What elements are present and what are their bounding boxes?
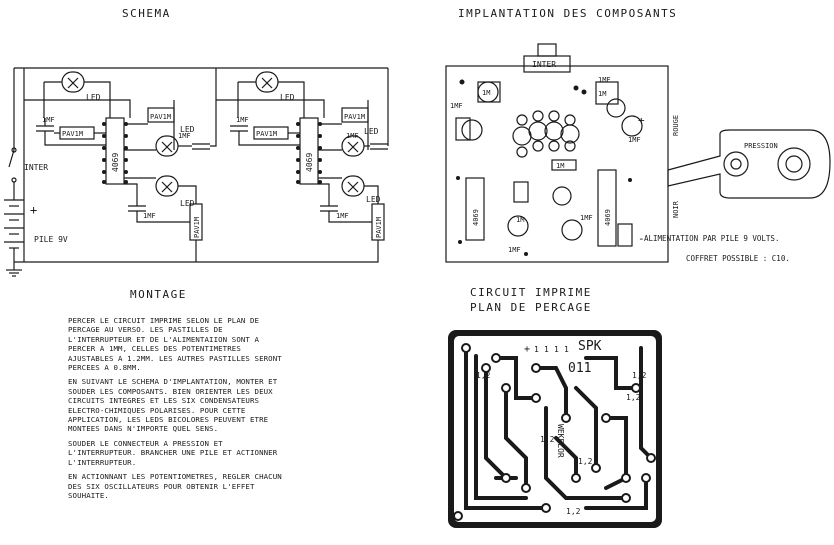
impl-res-2: 1M	[598, 90, 606, 98]
pav-label-6: PAV1M	[375, 217, 383, 238]
impl-inter-label: INTER	[532, 60, 556, 69]
led-label-5: LED	[364, 127, 379, 136]
impl-minus: -	[638, 232, 645, 245]
impl-cap-5: 1MF	[580, 214, 593, 222]
montage-paragraph-1: PERCER LE CIRCUIT IMPRIME SELON LE PLAN …	[68, 316, 282, 373]
montage-paragraph-3: SOUDER LE CONNECTEUR A PRESSION ET L'INT…	[68, 438, 278, 467]
pav-label-3: PAV1M	[193, 217, 201, 238]
impl-ic-2: 4069	[604, 209, 612, 226]
cap-label-3: 1MF	[143, 212, 156, 220]
montage-instructions: PERCER LE CIRCUIT IMPRIME SELON LE PLAN …	[68, 316, 283, 505]
impl-res-4: 1M	[516, 216, 524, 224]
pcb-plus: +	[524, 344, 530, 355]
pav-label-2: PAV1M	[150, 113, 171, 121]
circuit-title: CIRCUIT IMPRIME	[470, 286, 592, 299]
pcb-one-3: 1	[554, 345, 559, 354]
percage-title: PLAN DE PERCAGE	[470, 301, 592, 314]
led-label-2: LED	[180, 125, 195, 134]
battery-plus: +	[30, 203, 37, 217]
pcb-code: 011	[568, 361, 591, 376]
montage-paragraph-2: EN SUIVANT LE SCHEMA D'IMPLANTATION, MON…	[68, 377, 278, 434]
coffret-note: COFFRET POSSIBLE : C10.	[686, 254, 790, 263]
noir-label: NOIR	[672, 200, 680, 218]
pav-label-5: PAV1M	[344, 113, 365, 121]
ic-label-2: 4069	[305, 153, 314, 172]
pcb-marker-6: 1,2	[566, 507, 581, 516]
impl-res-1: 1M	[482, 89, 490, 97]
impl-ic-1: 4069	[472, 209, 480, 226]
schematic-diagram: INTER PILE 9V + LED 1MF PAV1M 4069 PAV1M…	[4, 67, 389, 277]
pcb-spk: SPK	[578, 339, 602, 354]
schema-title: SCHEMA	[122, 7, 171, 20]
pcb-one-2: 1	[544, 345, 549, 354]
cap-label-6: 1MF	[336, 212, 349, 220]
switch-label: INTER	[24, 163, 48, 172]
pav-label-4: PAV1M	[256, 130, 277, 138]
pcb-one-4: 1	[564, 345, 569, 354]
pcb-drill-plan: SPK 011 + 1 1 1 1 1,2 1,2 1,2 1,2 1,2 1,…	[448, 330, 662, 528]
cap-label-4: 1MF	[236, 116, 249, 124]
pression-label: PRESSION	[744, 142, 778, 150]
pcb-marker-1: 1,2	[476, 371, 491, 380]
impl-cap-3: 1MF	[628, 136, 641, 144]
impl-plus: +	[638, 114, 645, 127]
ic-label-1: 4069	[111, 153, 120, 172]
component-layout-diagram: INTER PRESSION ROUGE NOIR + - 1M 1MF 1M …	[445, 43, 831, 263]
rouge-label: ROUGE	[672, 115, 680, 136]
impl-cap-4: 1MF	[508, 246, 521, 254]
led-label-6: LED	[366, 195, 381, 204]
battery-label: PILE 9V	[34, 235, 68, 244]
pcb-marker-5: 1,2	[578, 457, 593, 466]
led-label-4: LED	[280, 93, 295, 102]
pcb-marker-3: 1,2	[626, 393, 641, 402]
cap-label-5: 1MF	[346, 132, 359, 140]
cap-label-1: 1MF	[42, 116, 55, 124]
pcb-marker-4: 1,2	[540, 435, 555, 444]
pav-label-1: PAV1M	[62, 130, 83, 138]
led-label-1: LED	[86, 93, 101, 102]
pcb-marker-2: 1,2	[632, 371, 647, 380]
montage-title: MONTAGE	[130, 288, 187, 301]
impl-cap-2: 1MF	[598, 76, 611, 84]
implantation-title: IMPLANTATION DES COMPOSANTS	[458, 7, 678, 20]
pcb-one-1: 1	[534, 345, 539, 354]
impl-cap-1: 1MF	[450, 102, 463, 110]
impl-res-3: 1M	[556, 162, 564, 170]
alimentation-note: ALIMENTATION PAR PILE 9 VOLTS.	[644, 234, 779, 243]
led-label-3: LED	[180, 199, 195, 208]
cap-label-2: 1MF	[178, 132, 191, 140]
pcb-brand: WEKELOR	[556, 424, 565, 458]
montage-paragraph-4: EN ACTIONNANT LES POTENTIOMETRES, REGLER…	[68, 472, 282, 500]
